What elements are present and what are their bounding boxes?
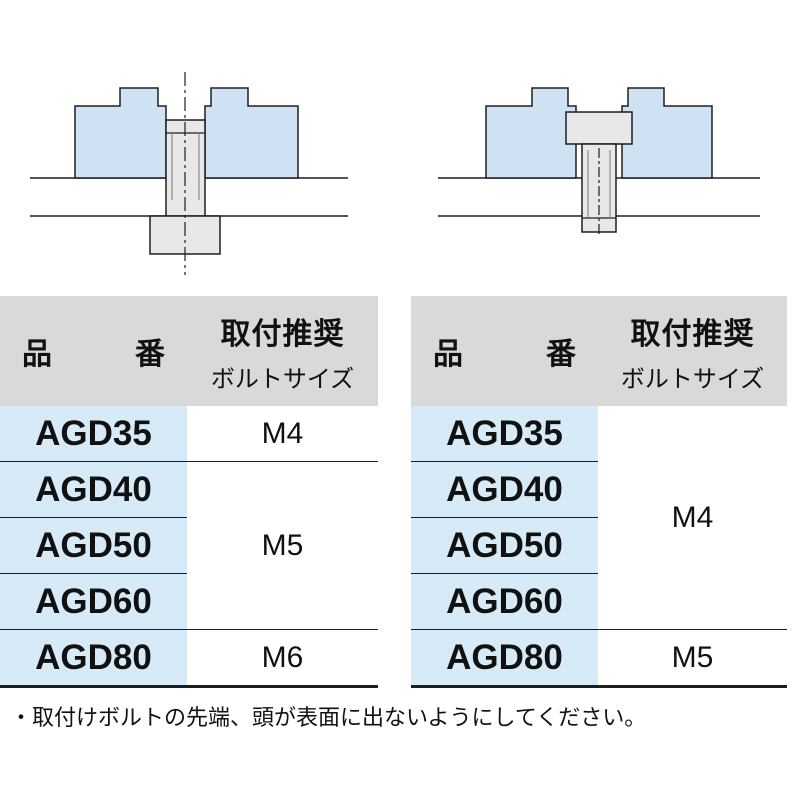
installation-note: ・取付けボルトの先端、頭が表面に出ないようにしてください。 — [10, 706, 647, 731]
bolt-size-header: 取付推奨 ボルトサイズ — [187, 296, 378, 406]
mounting-diagram-bolt-from-above — [438, 87, 760, 236]
bolt-size-cell: M4 — [187, 406, 378, 462]
part-number-cell: AGD50 — [0, 517, 187, 574]
part-number-cell: AGD60 — [0, 573, 187, 630]
left-clamp-block — [485, 87, 577, 179]
header-line-1: 取付推奨 — [630, 316, 755, 352]
part-number-header: 品 番 — [411, 296, 598, 406]
header-char: 品 — [433, 337, 463, 372]
part-number-cell: AGD80 — [0, 629, 187, 688]
bolt-size-cell: M4 — [598, 406, 787, 630]
part-number-cell: AGD40 — [411, 461, 598, 518]
header-char: 番 — [546, 337, 576, 372]
bolt-head — [565, 111, 633, 145]
part-number-cell: AGD40 — [0, 461, 187, 518]
part-number-header: 品 番 — [0, 296, 187, 406]
part-number-cell: AGD50 — [411, 517, 598, 574]
bolt-size-table-left: 品 番 取付推奨 ボルトサイズ AGD35 M4 AGD40 M5 AGD50 … — [0, 296, 378, 688]
header-line-2: ボルトサイズ — [620, 364, 765, 393]
bolt-size-cell: M5 — [187, 461, 378, 630]
bolt-size-header: 取付推奨 ボルトサイズ — [598, 296, 787, 406]
right-clamp-block — [204, 87, 299, 179]
part-number-cell: AGD35 — [0, 406, 187, 462]
part-number-cell: AGD35 — [411, 406, 598, 462]
right-clamp-block — [621, 87, 713, 179]
header-char: 品 — [22, 337, 52, 372]
part-number-cell: AGD60 — [411, 573, 598, 630]
part-number-cell: AGD80 — [411, 629, 598, 688]
header-line-1: 取付推奨 — [220, 316, 345, 352]
left-clamp-block — [74, 87, 167, 179]
bolt-size-cell: M6 — [187, 629, 378, 688]
bolt-size-table-right: 品 番 取付推奨 ボルトサイズ AGD35 M4 AGD40 AGD50 AGD… — [411, 296, 787, 688]
mounting-diagram-bolt-from-below — [30, 72, 348, 275]
bolt-size-cell: M5 — [598, 629, 787, 688]
header-line-2: ボルトサイズ — [210, 364, 355, 393]
header-char: 番 — [135, 337, 165, 372]
